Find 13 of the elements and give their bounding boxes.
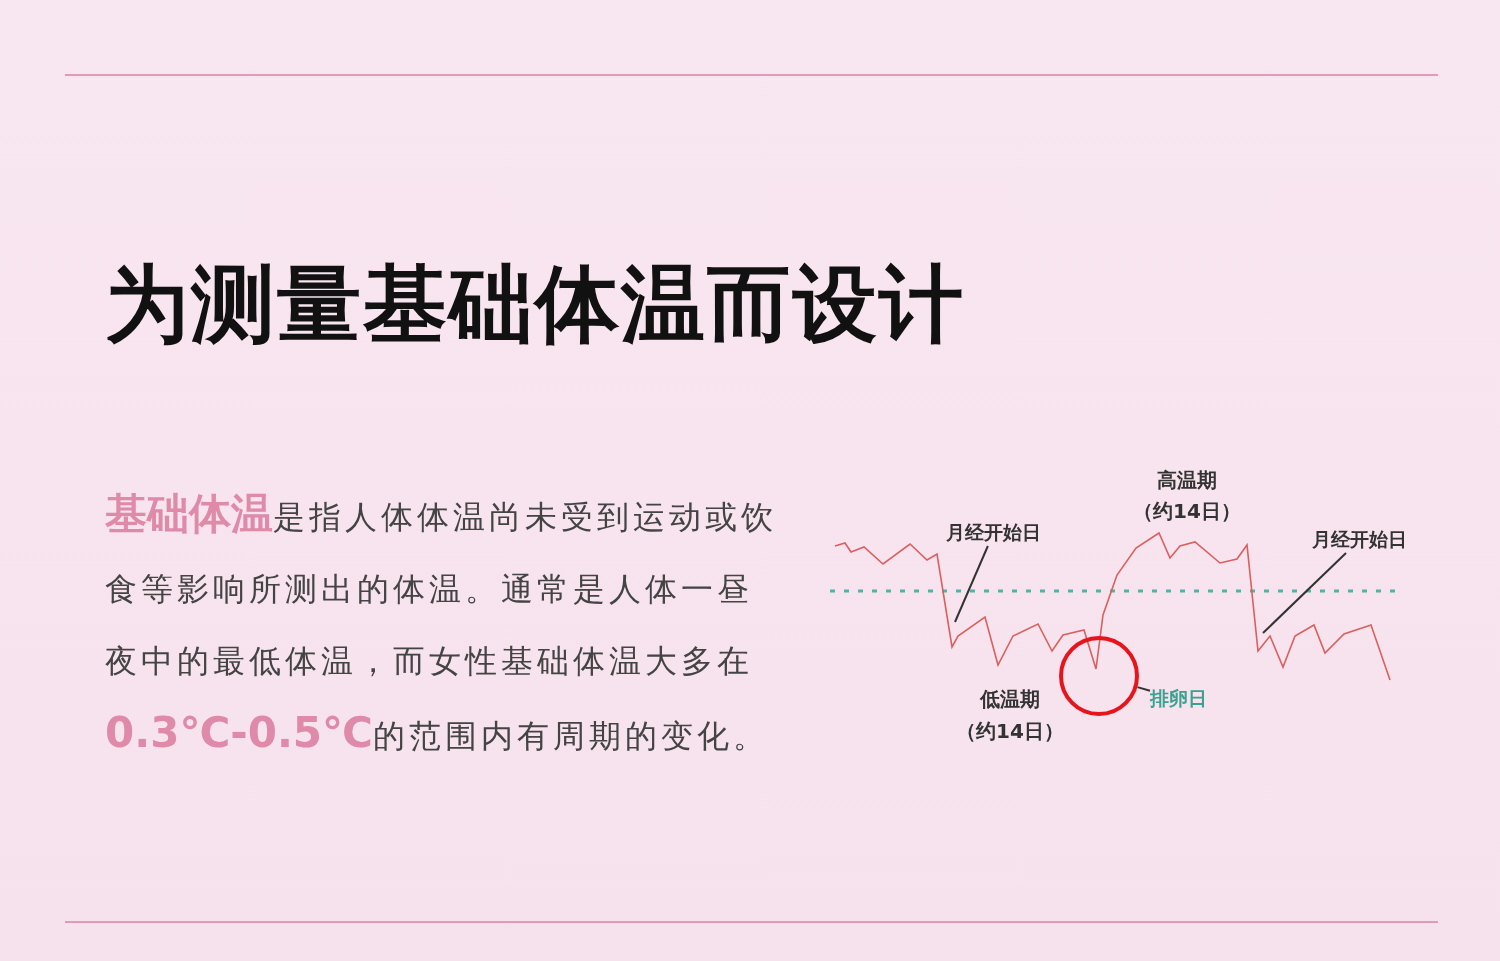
phase-label: （约14日） bbox=[956, 718, 1064, 745]
callout-label: 月经开始日 bbox=[1312, 527, 1407, 553]
highlight-circle bbox=[1059, 636, 1139, 716]
ovulation-label: 排卵日 bbox=[1150, 686, 1207, 712]
phase-label: 低温期 bbox=[980, 686, 1040, 713]
page-title: 为测量基础体温而设计 bbox=[105, 254, 965, 355]
phase-label: （约14日） bbox=[1133, 498, 1241, 525]
leader-line bbox=[1262, 552, 1347, 634]
phase-label: 高温期 bbox=[1157, 467, 1217, 494]
callout-label: 月经开始日 bbox=[946, 520, 1041, 546]
leader-line bbox=[1136, 686, 1151, 692]
leader-line bbox=[954, 545, 989, 623]
description-paragraph: 基础体温是指人体体温尚未受到运动或饮食等影响所测出的体温。通常是人体一昼夜中的最低体温，而女性基础体温大多在0.3℃-0.5℃的范围内有周期的变化。 bbox=[105, 488, 778, 759]
